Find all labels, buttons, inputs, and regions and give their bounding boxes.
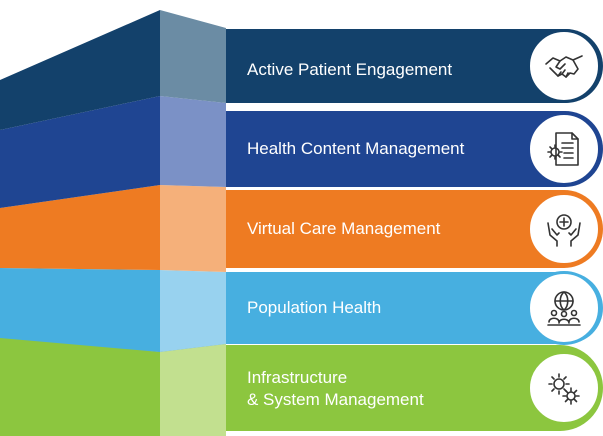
layer-5-front-face <box>0 335 160 436</box>
layer-3-side-face <box>160 185 226 272</box>
layer-band-virtual-care-management: Virtual Care Management <box>226 190 603 268</box>
layer-2-side-face <box>160 96 226 187</box>
layer-1-front-face <box>0 10 160 130</box>
layer-2-front-face <box>0 96 160 208</box>
layer-band-population-health: Population Health <box>226 271 603 345</box>
layer-5-side-face <box>160 344 226 436</box>
document-gear-icon <box>547 132 579 166</box>
layer-label: Active Patient Engagement <box>247 60 453 79</box>
icon-badge <box>527 29 601 103</box>
layer-3-front-face <box>0 185 160 270</box>
layer-4-side-face <box>160 270 226 352</box>
layer-4-front-face <box>0 268 160 352</box>
layer-band-infrastructure-system-management: Infrastructure & System Management <box>226 345 603 431</box>
layer-label: Virtual Care Management <box>247 219 441 238</box>
icon-badge <box>527 192 601 266</box>
layer-band-health-content-management: Health Content Management <box>226 111 603 187</box>
layer-label: Population Health <box>247 298 382 317</box>
handshake-icon <box>545 55 583 78</box>
icon-badge <box>527 351 601 425</box>
layer-label: Infrastructure & System Management <box>247 368 424 409</box>
icon-badge <box>527 112 601 186</box>
layer-band-active-patient-engagement: Active Patient Engagement <box>226 29 603 103</box>
layer-label: Health Content Management <box>247 139 465 158</box>
icon-badge <box>527 271 601 345</box>
gears-icon <box>548 373 580 405</box>
globe-people-icon <box>547 291 581 326</box>
hands-medical-cross-icon <box>547 214 581 247</box>
layer-1-side-face <box>160 10 226 103</box>
